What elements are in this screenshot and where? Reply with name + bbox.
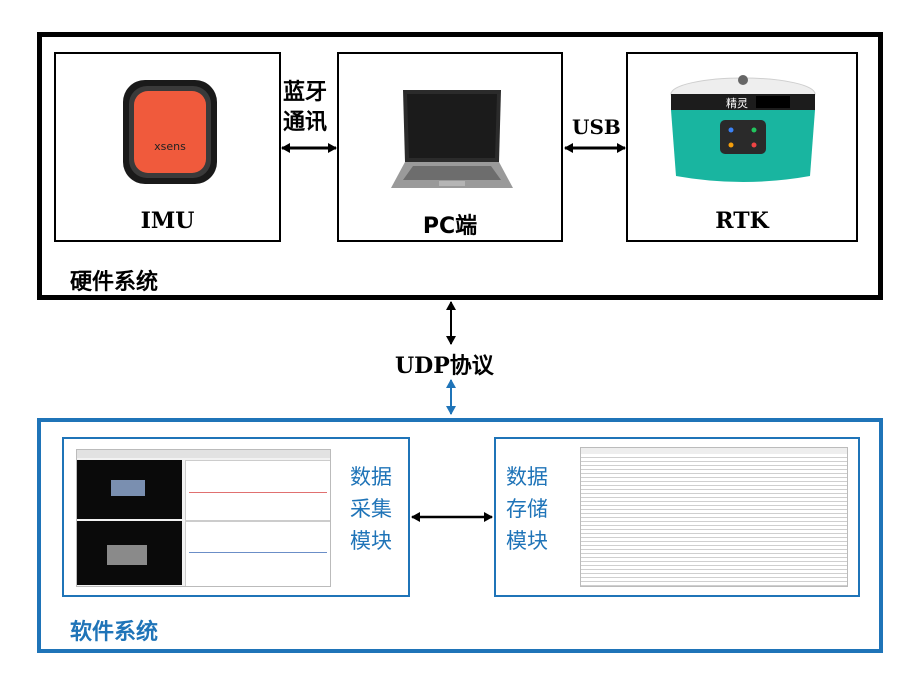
bluetooth-line1: 蓝牙 bbox=[283, 80, 328, 105]
storage-spreadsheet-screenshot bbox=[580, 447, 848, 587]
rtk-brand-text: 精灵 bbox=[726, 97, 748, 110]
acq-line3: 模块 bbox=[350, 529, 392, 553]
laptop-image bbox=[391, 90, 513, 188]
pc-box: PC端 bbox=[337, 52, 563, 242]
store-line2: 存储 bbox=[506, 497, 548, 521]
hardware-system-frame bbox=[37, 32, 883, 300]
rtk-label: RTK bbox=[715, 208, 769, 234]
pc-label: PC端 bbox=[422, 214, 478, 239]
imu-label: IMU bbox=[140, 208, 195, 234]
imu-device-image: xsens bbox=[123, 80, 217, 184]
bluetooth-link-label: 蓝牙 通讯 bbox=[283, 78, 327, 138]
bluetooth-line2: 通讯 bbox=[283, 110, 328, 135]
hardware-system-title: 硬件系统 bbox=[70, 270, 159, 295]
acq-line1: 数据 bbox=[350, 465, 392, 489]
storage-module-box: 数据 存储 模块 bbox=[494, 437, 860, 597]
software-system-frame bbox=[37, 418, 883, 653]
acquisition-screenshot bbox=[76, 449, 331, 587]
storage-module-label: 数据 存储 模块 bbox=[506, 461, 548, 557]
udp-protocol-label: UDP协议 bbox=[395, 353, 494, 379]
acquisition-module-label: 数据 采集 模块 bbox=[350, 461, 392, 557]
imu-brand-text: xsens bbox=[154, 140, 186, 153]
acq-line2: 采集 bbox=[350, 497, 392, 521]
store-line3: 模块 bbox=[506, 529, 548, 553]
rtk-box: 精灵 RTK bbox=[626, 52, 858, 242]
acquisition-module-box: 数据 采集 模块 bbox=[62, 437, 410, 597]
software-system-title: 软件系统 bbox=[70, 620, 159, 645]
imu-box: xsens IMU bbox=[54, 52, 281, 242]
usb-link-label: USB bbox=[572, 115, 621, 139]
store-line1: 数据 bbox=[506, 465, 548, 489]
rtk-device-image: 精灵 bbox=[670, 75, 816, 182]
